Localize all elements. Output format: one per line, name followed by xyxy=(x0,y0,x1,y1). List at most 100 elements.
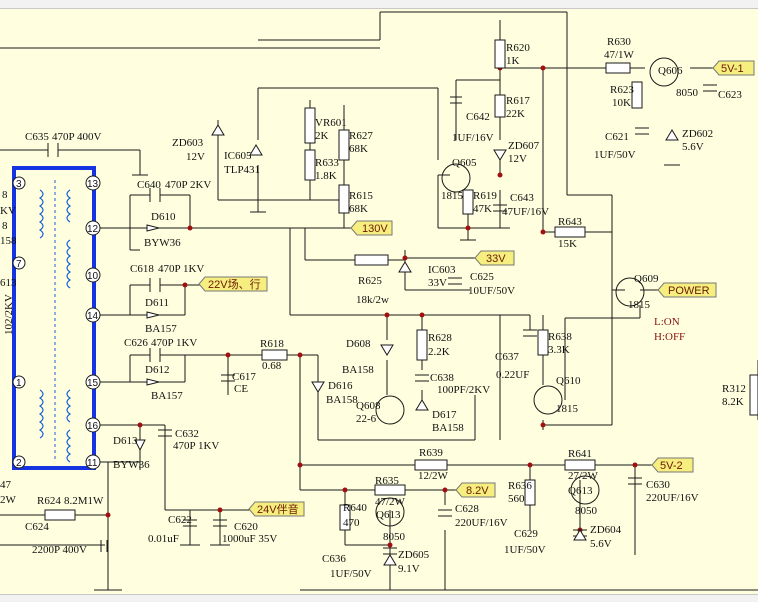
resistor-r624 xyxy=(44,509,76,521)
transistor-q606 xyxy=(649,57,679,87)
label-c628-value: 220UF/16V xyxy=(455,517,508,529)
label-r643-value: 15K xyxy=(558,238,577,250)
resistor-r641 xyxy=(564,459,596,471)
pin-label: 12 xyxy=(87,224,99,235)
resistor-r620 xyxy=(494,39,506,69)
label-c632-value: 470P 1KV xyxy=(173,440,219,452)
pin-3 xyxy=(12,176,26,190)
thyristor-q608 xyxy=(375,395,405,425)
label-ic605: IC605 xyxy=(224,150,252,162)
label-q613-type: 8050 xyxy=(383,531,406,543)
secondary-coil xyxy=(66,189,72,223)
label-left-kv: KV xyxy=(0,205,16,217)
label-left-8b: 8 xyxy=(2,220,8,232)
secondary-coil xyxy=(66,239,72,289)
label-c630: C630 xyxy=(646,479,670,491)
label-q609: Q609 xyxy=(634,273,659,285)
label-c620: C620 xyxy=(234,521,258,533)
tag-130v-label: 130V xyxy=(362,223,388,235)
tag-24v xyxy=(248,501,305,517)
label-zd605: ZD605 xyxy=(398,549,430,561)
transistor-q613b xyxy=(570,475,600,505)
junction-dot xyxy=(540,422,546,428)
label-q610-type: 1815 xyxy=(556,403,579,415)
label-q613b: Q613 xyxy=(568,485,593,497)
diode-d608 xyxy=(380,344,394,356)
voltage-tags: 130V 33V 22V场、行 5V-1 POWER 5V-2 8.2V 24V… xyxy=(198,60,755,517)
label-c626-value: 470P 1KV xyxy=(151,337,197,349)
resistor-r630 xyxy=(605,62,631,74)
label-c617-type: CE xyxy=(234,383,248,395)
label-c637: C637 xyxy=(495,351,519,363)
label-zd602: ZD602 xyxy=(682,128,713,140)
diode-d613 xyxy=(134,439,146,452)
label-c626: C626 xyxy=(124,337,148,349)
pin-label: 3 xyxy=(16,179,22,190)
label-q608-type: 22-6 xyxy=(356,413,377,425)
diode-d617 xyxy=(415,399,429,411)
label-r617: R617 xyxy=(506,95,530,107)
junction-dot xyxy=(387,542,393,548)
label-r624: R624 xyxy=(37,495,61,507)
label-left-47: 47 xyxy=(0,479,12,491)
label-c640-value: 470P 2KV xyxy=(165,179,211,191)
label-c621-value: 1UF/50V xyxy=(594,149,636,161)
primary-coil xyxy=(38,189,44,239)
tag-5v-2 xyxy=(651,457,694,473)
label-r619-value: 47K xyxy=(473,203,492,215)
label-r640-value: 470 xyxy=(343,517,360,529)
diode-d616 xyxy=(311,381,325,393)
pin-label: 14 xyxy=(87,311,99,322)
pin-label: 15 xyxy=(87,378,99,389)
transformer-pins: 3 7 1 2 13 12 10 14 15 16 11 xyxy=(12,175,101,470)
label-q605: Q605 xyxy=(452,157,477,169)
label-r623: R623 xyxy=(610,84,634,96)
diodes xyxy=(134,124,679,566)
diode-d612 xyxy=(146,378,160,386)
label-d610-type: BYW36 xyxy=(144,237,181,249)
label-r641: R641 xyxy=(568,448,592,460)
pin-12 xyxy=(85,220,101,236)
label-c640: C640 xyxy=(137,179,161,191)
resistor-r619 xyxy=(462,189,474,215)
label-c620-value: 1000uF 35V xyxy=(222,533,277,545)
transistors xyxy=(375,57,679,527)
diode-d610 xyxy=(146,224,160,232)
transistor-q609 xyxy=(615,277,645,307)
tag-24v-label: 24V伴音 xyxy=(257,502,299,516)
label-vr601-value: 2K xyxy=(315,130,329,142)
label-r635-value: 47/2W xyxy=(375,496,406,508)
pin-label: 7 xyxy=(16,259,22,270)
tlp431-symbol xyxy=(249,144,263,156)
label-d616: D616 xyxy=(328,380,353,392)
label-r639: R639 xyxy=(419,447,443,459)
label-r643: R643 xyxy=(558,216,582,228)
junction-dot xyxy=(442,487,448,493)
label-c629: C629 xyxy=(514,528,538,540)
pin-13 xyxy=(85,175,101,191)
label-c635-value: 470P 400V xyxy=(52,131,101,143)
label-c636-value: 1UF/50V xyxy=(330,568,372,580)
tag-8-2v-label: 8.2V xyxy=(466,485,489,497)
pin-7 xyxy=(12,256,26,270)
pin-16 xyxy=(85,417,101,433)
label-zd607-value: 12V xyxy=(508,153,527,165)
label-r636-value: 560 xyxy=(508,493,525,505)
label-r625: R625 xyxy=(358,275,382,287)
zener-zd602 xyxy=(665,129,679,141)
label-ic603: IC603 xyxy=(428,264,456,276)
resistor-r618 xyxy=(261,349,288,361)
label-r312-value: 8.2K xyxy=(722,396,744,408)
label-r635: R635 xyxy=(375,475,399,487)
label-c638-value: 100PF/2KV xyxy=(437,384,490,396)
label-d611-type: BA157 xyxy=(145,323,177,335)
pin-label: 2 xyxy=(16,458,22,469)
label-ic603-value: 33V xyxy=(428,277,447,289)
pin-label: 10 xyxy=(87,271,99,282)
label-r636: R636 xyxy=(508,480,532,492)
label-q613: Q613 xyxy=(376,509,401,521)
resistor-r638 xyxy=(537,329,549,356)
junction-dot xyxy=(137,422,143,428)
zener-zd605 xyxy=(383,554,397,566)
label-l-on: L:ON xyxy=(654,316,680,328)
